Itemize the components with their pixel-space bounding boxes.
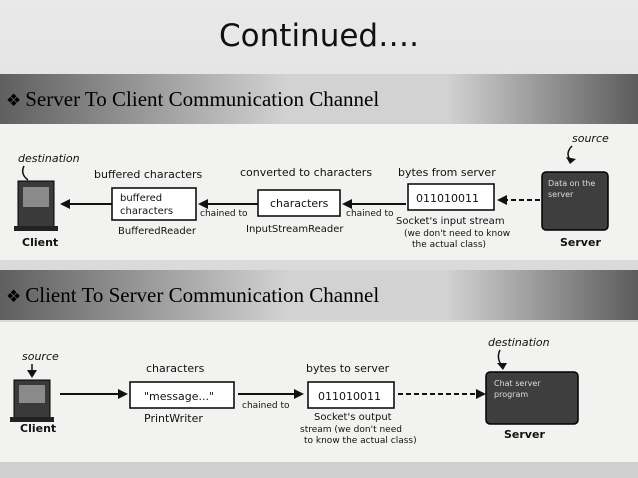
section-heading: Client To Server Communication Channel bbox=[25, 283, 380, 307]
bits-box-text: 011010011 bbox=[416, 192, 479, 205]
client-to-server-diagram: source Client characters "message..." Pr… bbox=[0, 322, 638, 462]
characters-box-text: characters bbox=[270, 197, 329, 210]
section-header-server-to-client: ❖Server To Client Communication Channel bbox=[0, 74, 638, 124]
destination-label: destination bbox=[488, 336, 550, 349]
diamond-bullet-icon: ❖ bbox=[6, 287, 22, 306]
svg-text:Chat server: Chat server bbox=[494, 379, 541, 388]
client-computer-icon bbox=[14, 180, 58, 231]
svg-text:Socket's output: Socket's output bbox=[314, 412, 392, 423]
section-header-client-to-server: ❖Client To Server Communication Channel bbox=[0, 270, 638, 320]
characters-label: characters bbox=[146, 362, 205, 375]
source-label: source bbox=[572, 132, 609, 145]
message-box bbox=[129, 381, 235, 409]
bits-box-text: 011010011 bbox=[318, 390, 381, 403]
chained-to-label: chained to bbox=[242, 401, 290, 411]
server-to-client-diagram: destination Client buffered characters b… bbox=[0, 124, 638, 260]
client-label: Client bbox=[20, 422, 56, 435]
svg-text:buffered: buffered bbox=[120, 193, 162, 204]
server-data-box bbox=[541, 171, 609, 231]
client-label: Client bbox=[22, 236, 58, 249]
bits-box bbox=[407, 183, 495, 211]
buffered-reader-label: BufferedReader bbox=[118, 226, 197, 237]
svg-text:to know the actual class): to know the actual class) bbox=[304, 436, 417, 446]
print-writer-label: PrintWriter bbox=[144, 412, 203, 425]
svg-text:characters: characters bbox=[120, 206, 173, 217]
svg-text:program: program bbox=[494, 390, 528, 399]
socket-input-label: Socket's input stream bbox=[396, 216, 505, 227]
diamond-bullet-icon: ❖ bbox=[6, 91, 22, 110]
slide-title: Continued…. bbox=[219, 18, 419, 54]
chained-to-label-2: chained to bbox=[346, 209, 394, 219]
chat-server-box bbox=[485, 371, 579, 425]
client-computer-icon bbox=[10, 379, 54, 422]
section-heading: Server To Client Communication Channel bbox=[25, 87, 380, 111]
bytes-to-server-label: bytes to server bbox=[306, 362, 390, 375]
characters-box bbox=[257, 189, 341, 217]
buffered-characters-box bbox=[111, 187, 197, 221]
message-box-text: "message..." bbox=[144, 390, 214, 403]
buffered-characters-label: buffered characters bbox=[94, 168, 203, 181]
bytes-from-server-label: bytes from server bbox=[398, 166, 496, 179]
chained-to-label-1: chained to bbox=[200, 209, 248, 219]
destination-label: destination bbox=[18, 152, 80, 165]
svg-text:(we don't need to know: (we don't need to know bbox=[404, 229, 510, 239]
converted-label: converted to characters bbox=[240, 166, 372, 179]
svg-text:server: server bbox=[548, 190, 574, 199]
svg-text:Data on the: Data on the bbox=[548, 179, 595, 188]
input-stream-reader-label: InputStreamReader bbox=[246, 224, 344, 235]
svg-text:stream (we don't need: stream (we don't need bbox=[300, 425, 402, 435]
bits-box bbox=[307, 381, 395, 409]
server-label: Server bbox=[560, 236, 601, 249]
svg-text:the actual class): the actual class) bbox=[412, 240, 486, 250]
source-label: source bbox=[22, 350, 59, 363]
server-label: Server bbox=[504, 428, 545, 441]
